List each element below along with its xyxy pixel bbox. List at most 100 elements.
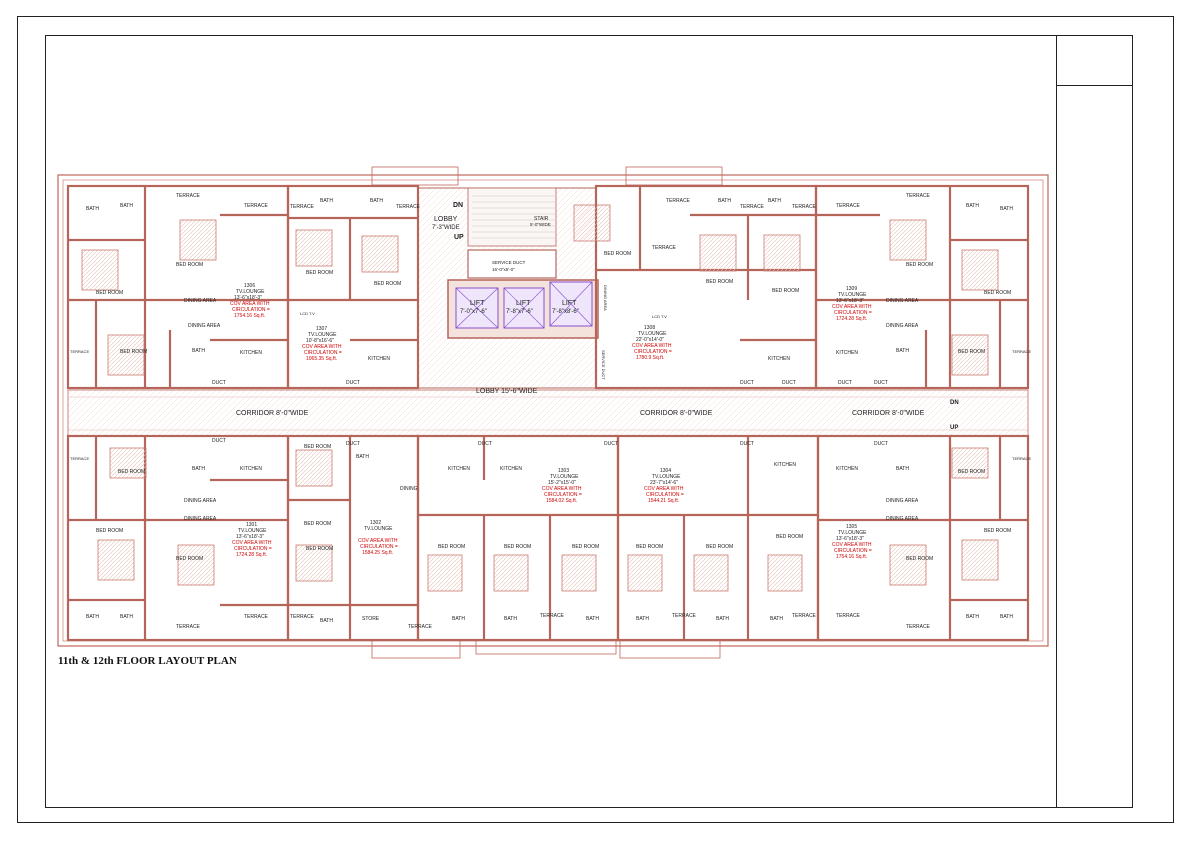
lift-core (417, 187, 599, 389)
unit-1308-lounge: TV.LOUNGE (638, 331, 667, 337)
room-dining-area: DINING AREA (184, 298, 217, 304)
unit-1305-area-sub: CIRCULATION = (834, 548, 872, 554)
room-kitchen: KITCHEN (240, 466, 262, 472)
unit-1302-lounge: TV.LOUNGE (364, 526, 393, 532)
room-terrace: TERRACE (836, 613, 861, 619)
room-duct: DUCT (740, 441, 754, 447)
room-bed-room: BED ROOM (958, 349, 985, 355)
room-store: STORE (362, 616, 380, 622)
unit-1303-area-sub: CIRCULATION = (544, 492, 582, 498)
room-kitchen: KITCHEN (500, 466, 522, 472)
room-duct: DUCT (212, 438, 226, 444)
room-bath: BATH (86, 206, 99, 212)
room-terrace: TERRACE (408, 624, 433, 630)
unit-1307-area-sub: CIRCULATION = (304, 350, 342, 356)
room-bed-room: BED ROOM (572, 544, 599, 550)
room-duct: DUCT (212, 380, 226, 386)
lift-2-label: LIFT (516, 300, 531, 307)
room-bath: BATH (896, 348, 909, 354)
dn-right-label: DN (950, 400, 959, 406)
unit-1306-lounge: TV.LOUNGE (236, 289, 265, 295)
unit-1301-area: 1724.28 Sq.ft. (236, 552, 267, 558)
room-dining-area: DINING AREA (184, 516, 217, 522)
service-duct-size: 16'-0"x5'-0" (492, 267, 515, 272)
room-terrace: TERRACE (70, 349, 89, 354)
room-dining-area: DINING AREA (886, 516, 919, 522)
unit-1309-id: 1309 (846, 286, 857, 292)
unit-1305-lounge: TV.LOUNGE (838, 530, 867, 536)
unit-1307-id: 1307 (316, 326, 327, 332)
room-terrace: TERRACE (1012, 349, 1031, 354)
room-dining: DINING (400, 486, 418, 492)
unit-1303-area-title: COV AREA WITH (542, 486, 582, 492)
unit-1302-area-title: COV AREA WITH (358, 538, 398, 544)
room-bath: BATH (768, 198, 781, 204)
corridor-band (67, 389, 1029, 437)
room-kitchen: KITCHEN (240, 350, 262, 356)
room-bath: BATH (896, 466, 909, 472)
room-bath: BATH (966, 203, 979, 209)
unit-1301-area-sub: CIRCULATION = (234, 546, 272, 552)
room-bed-room: BED ROOM (706, 279, 733, 285)
room-bed-room: BED ROOM (636, 544, 663, 550)
room-bed-room: BED ROOM (706, 544, 733, 550)
room-terrace: TERRACE (672, 613, 697, 619)
room-bath: BATH (320, 198, 333, 204)
room-kitchen: KITCHEN (836, 350, 858, 356)
room-bath: BATH (716, 616, 729, 622)
room-dining-area: DINING AREA (184, 498, 217, 504)
room-terrace: TERRACE (652, 245, 677, 251)
unit-1305-area-title: COV AREA WITH (832, 542, 872, 548)
room-bed-room: BED ROOM (906, 556, 933, 562)
room-bed-room: BED ROOM (438, 544, 465, 550)
unit-1309-lounge-size: 13'-6"x18'-3" (836, 298, 864, 304)
room-bath: BATH (320, 618, 333, 624)
unit-1308-area-sub: CIRCULATION = (634, 349, 672, 355)
room-duct: DUCT (874, 441, 888, 447)
unit-1304-area: 1544.21 Sq.ft. (648, 498, 679, 504)
room-bed-room: BED ROOM (96, 528, 123, 534)
unit-1301-area-title: COV AREA WITH (232, 540, 272, 546)
service-duct-label: SERVICE DUCT (492, 260, 526, 265)
unit-1307-lounge-size: 10'-8"x16'-6" (306, 338, 334, 344)
room-bed-room: BED ROOM (304, 521, 331, 527)
room-terrace: TERRACE (792, 204, 817, 210)
room-bed-room: BED ROOM (772, 288, 799, 294)
unit-1302-id: 1302 (370, 520, 381, 526)
room-bath: BATH (120, 614, 133, 620)
room-terrace: TERRACE (540, 613, 565, 619)
unit-1309-area: 1724.28 Sq.ft. (836, 316, 867, 322)
room-kitchen: KITCHEN (836, 466, 858, 472)
lobby-main-label: LOBBY 15'-6"WIDE (476, 388, 538, 395)
room-bed-room: BED ROOM (96, 290, 123, 296)
room-duct: DUCT (782, 380, 796, 386)
lift-3-label: LIFT (562, 300, 577, 307)
up-label: UP (454, 234, 464, 241)
room-duct: DUCT (346, 441, 360, 447)
unit-1306-lounge-size: 13'-6"x18'-3" (234, 295, 262, 301)
room-terrace: TERRACE (70, 456, 89, 461)
unit-1309-area-sub: CIRCULATION = (834, 310, 872, 316)
dn-label: DN (453, 202, 463, 209)
unit-1306-id: 1306 (244, 283, 255, 289)
unit-1304-lounge: TV.LOUNGE (652, 474, 681, 480)
room-bath: BATH (120, 203, 133, 209)
room-bath: BATH (718, 198, 731, 204)
up-right-label: UP (950, 425, 958, 431)
room-dining-area: DINING AREA (886, 298, 919, 304)
room-bath: BATH (770, 616, 783, 622)
lift-1-size: 7'-0"x7'-6" (460, 309, 487, 315)
room-bed-room: BED ROOM (958, 469, 985, 475)
unit-1307-area: 1065.35 Sq.ft. (306, 356, 337, 362)
room-terrace: TERRACE (176, 624, 201, 630)
room-terrace: TERRACE (666, 198, 691, 204)
unit-1302-area: 1584.25 Sq.ft. (362, 550, 393, 556)
furniture (81, 204, 999, 592)
corridor-right-label: CORRIDOR 8'-0"WIDE (852, 410, 925, 417)
room-terrace: TERRACE (244, 203, 269, 209)
unit-1305-id: 1305 (846, 524, 857, 530)
room-duct: DUCT (346, 380, 360, 386)
room-bed-room: BED ROOM (504, 544, 531, 550)
unit-1305-area: 1754.16 Sq.ft. (836, 554, 867, 560)
